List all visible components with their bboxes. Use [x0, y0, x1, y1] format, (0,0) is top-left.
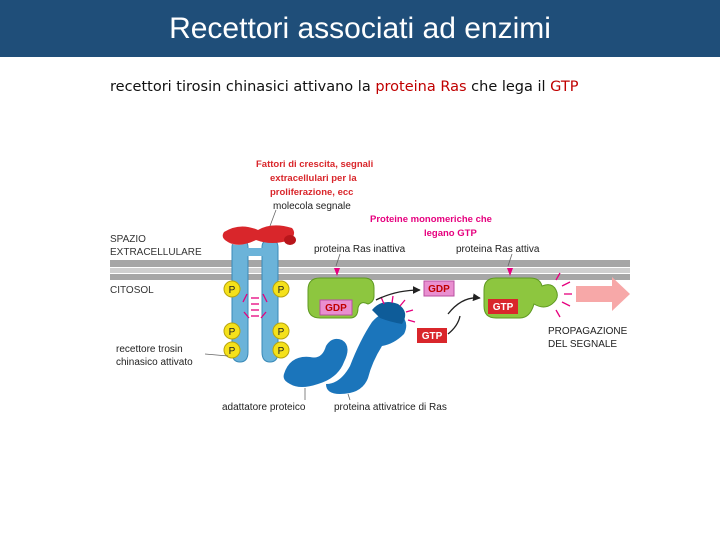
- activator-label: proteina attivatrice di Ras: [334, 402, 447, 413]
- phosphate-label: P: [229, 346, 236, 357]
- receptor-activation-marks: [242, 293, 268, 319]
- phosphate-label: P: [229, 327, 236, 338]
- ras-activator-protein: [326, 302, 407, 394]
- gtp-binding-arrow: [447, 293, 481, 315]
- gtp-label-incoming: GTP: [422, 331, 443, 342]
- subtitle-part-2: che lega il: [466, 79, 551, 95]
- subtitle-highlight-gtp: GTP: [550, 79, 579, 95]
- growth-factor-label-line-2: extracellulari per la: [270, 173, 357, 184]
- growth-factor-label-line-3: proliferazione, ecc: [270, 187, 353, 198]
- phosphate-label: P: [229, 285, 236, 296]
- gtp-binding-arrow-tail: [447, 315, 461, 335]
- membrane-inner-layer: [110, 274, 630, 280]
- phosphate-label: P: [278, 327, 285, 338]
- phosphate-circle: [272, 341, 290, 359]
- ras-inactive-label: proteina Ras inattiva: [314, 244, 406, 255]
- slide-title: Recettori associati ad enzimi: [169, 12, 551, 45]
- slide-subtitle: recettori tirosin chinasici attivano la …: [110, 79, 579, 95]
- receptor-label-line-2: chinasico attivato: [116, 357, 193, 368]
- gdp-label-inactive: GDP: [325, 303, 347, 314]
- phosphate-label: P: [278, 285, 285, 296]
- subtitle-part-1: recettori tirosin chinasici attivano la: [110, 79, 376, 95]
- extracellular-label-line-1: SPAZIO: [110, 234, 146, 245]
- adapter-protein: [283, 338, 348, 387]
- membrane-middle-layer: [110, 268, 630, 273]
- gdp-box-released: [423, 280, 455, 297]
- gtp-box-active: [488, 299, 518, 314]
- propagation-label-line-1: PROPAGAZIONE: [548, 326, 628, 337]
- gtp-label-active: GTP: [493, 302, 514, 313]
- phosphate-circle: [223, 341, 241, 359]
- phosphate-circle: [272, 280, 290, 298]
- phosphate-label: P: [278, 346, 285, 357]
- label-pointer-lines: [204, 209, 513, 401]
- extracellular-label-line-2: EXTRACELLULARE: [110, 247, 202, 258]
- gdp-box-inactive: [319, 299, 353, 316]
- phosphate-circle: [223, 322, 241, 340]
- gtp-box-incoming: [417, 328, 447, 343]
- monomeric-label-line-1: Proteine monomeriche che: [370, 214, 492, 225]
- phosphate-circle: [272, 322, 290, 340]
- gdp-label-released: GDP: [428, 284, 450, 295]
- membrane-outer-layer: [110, 260, 630, 267]
- signal-propagation-arrow: [576, 277, 630, 311]
- ras-active-signal-marks: [555, 272, 572, 318]
- subtitle-highlight-ras: proteina Ras: [375, 79, 467, 95]
- adapter-label: adattatore proteico: [222, 402, 306, 413]
- signal-molecule: [222, 225, 296, 245]
- receptor-tyrosine-kinase: [231, 239, 279, 363]
- title-bar: [0, 0, 720, 57]
- propagation-label-line-2: DEL SEGNALE: [548, 339, 617, 350]
- phosphate-circle: [223, 280, 241, 298]
- gdp-release-arrow: [375, 286, 421, 301]
- growth-factor-label-line-1: Fattori di crescita, segnali: [256, 159, 373, 170]
- monomeric-label-line-2: legano GTP: [424, 228, 477, 239]
- signal-molecule-label: molecola segnale: [273, 201, 351, 212]
- ras-active-label: proteina Ras attiva: [456, 244, 540, 255]
- cytosol-label: CITOSOL: [110, 285, 154, 296]
- phosphate-groups: P P P P P P: [223, 280, 290, 359]
- receptor-label-line-1: recettore trosin: [116, 344, 183, 355]
